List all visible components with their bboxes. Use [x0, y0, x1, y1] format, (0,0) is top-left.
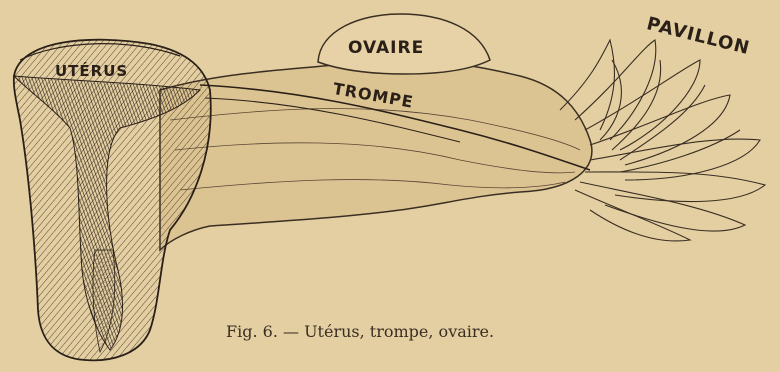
label-pavillon: PAVILLON	[645, 13, 752, 59]
uterus-shape	[14, 40, 211, 361]
figure-caption: Fig. 6. — Utérus, trompe, ovaire.	[226, 322, 494, 341]
label-ovaire: OVAIRE	[348, 38, 424, 58]
label-uterus: UTÉRUS	[55, 61, 128, 80]
